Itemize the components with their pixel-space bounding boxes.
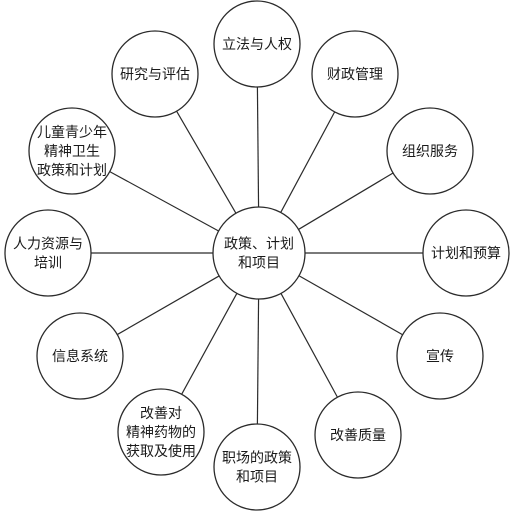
node-label: 财政管理	[327, 67, 383, 83]
label-line: 宣传	[426, 349, 454, 365]
spoke-research-evaluation	[176, 110, 237, 214]
node-label: 研究与评估	[120, 67, 190, 83]
node-circle	[213, 423, 301, 511]
outer-nodes: 立法与人权财政管理组织服务计划和预算宣传改善质量职场的政策和项目改善对精神药物的…	[4, 0, 510, 511]
spoke-advocacy	[298, 275, 403, 336]
node-research-evaluation: 研究与评估	[111, 30, 199, 118]
node-circle	[4, 209, 92, 297]
label-line: 研究与评估	[120, 67, 190, 83]
spoke-organization-services	[298, 172, 394, 230]
spoke-information-systems	[116, 275, 220, 336]
node-psychotropic-medicines: 改善对精神药物的获取及使用	[117, 388, 205, 476]
node-label: 立法与人权	[222, 37, 292, 53]
spoke-quality-improvement	[280, 293, 338, 398]
label-line: 政策和计划	[37, 162, 107, 179]
node-label: 宣传	[426, 349, 454, 365]
node-information-systems: 信息系统	[36, 312, 124, 400]
label-line: 计划和预算	[431, 246, 501, 262]
node-circle	[111, 30, 199, 118]
label-line: 组织服务	[402, 144, 458, 160]
spoke-legislation-human-rights	[256, 86, 260, 208]
label-line: 立法与人权	[222, 37, 292, 53]
label-line: 培训	[34, 256, 62, 272]
node-circle	[396, 312, 484, 400]
node-planning-budgeting: 计划和预算	[422, 209, 510, 297]
node-circle	[117, 388, 205, 476]
node-label: 计划和预算	[431, 246, 501, 262]
node-circle	[314, 391, 402, 479]
label-line: 儿童青少年	[37, 124, 107, 141]
node-organization-services: 组织服务	[386, 107, 474, 195]
node-label: 信息系统	[52, 348, 108, 365]
center-node: 政策、计划和项目	[212, 206, 306, 300]
center-node-label: 政策、计划和项目	[224, 236, 294, 272]
spoke-workplace-policies	[256, 298, 260, 425]
node-circle	[386, 107, 474, 195]
spoke-child-adolescent-policy	[109, 171, 219, 232]
label-line: 精神药物的	[126, 425, 196, 441]
node-advocacy: 宣传	[396, 312, 484, 400]
node-circle	[28, 107, 116, 195]
label-line: 获取及使用	[126, 443, 196, 460]
spoke-financing	[280, 111, 336, 213]
label-line: 和项目	[238, 256, 280, 272]
label-line: 财政管理	[327, 67, 383, 83]
node-label: 儿童青少年精神卫生政策和计划	[37, 124, 107, 179]
label-line: 信息系统	[52, 348, 108, 365]
label-line: 政策、计划	[224, 236, 294, 253]
node-workplace-policies: 职场的政策和项目	[213, 423, 301, 511]
node-label: 职场的政策和项目	[222, 450, 292, 486]
label-line: 职场的政策	[222, 450, 292, 467]
node-circle	[36, 312, 124, 400]
node-label: 改善质量	[330, 428, 386, 444]
spoke-psychotropic-medicines	[181, 293, 238, 395]
node-label: 组织服务	[402, 144, 458, 160]
node-label: 改善对精神药物的获取及使用	[126, 406, 196, 460]
label-line: 精神卫生	[44, 144, 100, 160]
spokes	[91, 86, 423, 425]
label-line: 改善对	[140, 406, 182, 422]
node-label: 人力资源与培训	[13, 237, 83, 272]
node-quality-improvement: 改善质量	[314, 391, 402, 479]
center-node-circle	[212, 206, 306, 300]
label-line: 和项目	[236, 470, 278, 486]
node-circle	[422, 209, 510, 297]
node-financing: 财政管理	[311, 30, 399, 118]
node-circle	[311, 30, 399, 118]
label-line: 改善质量	[330, 428, 386, 444]
node-human-resources: 人力资源与培训	[4, 209, 92, 297]
node-circle	[213, 0, 301, 88]
label-line: 人力资源与	[13, 237, 83, 253]
node-child-adolescent-policy: 儿童青少年精神卫生政策和计划	[28, 107, 116, 195]
node-legislation-human-rights: 立法与人权	[213, 0, 301, 88]
